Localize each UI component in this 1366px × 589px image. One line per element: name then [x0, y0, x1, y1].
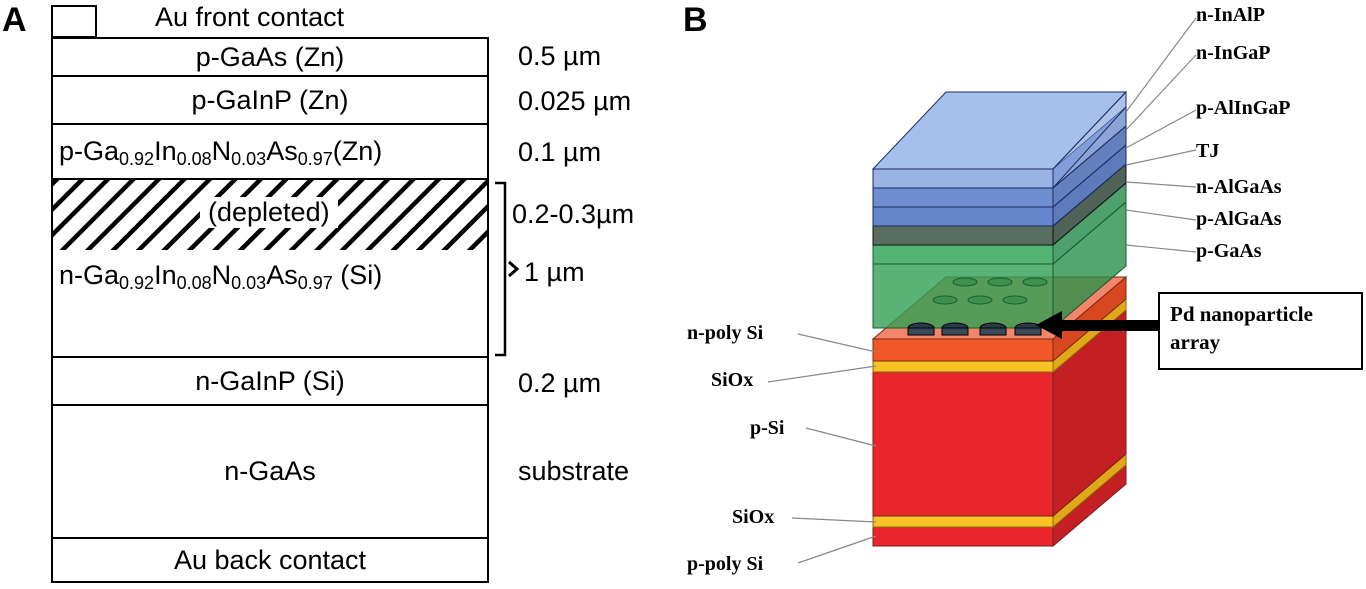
back-contact: Au back contact: [51, 537, 489, 583]
iii-v-top-cell: [871, 90, 1128, 330]
label-siox-top: SiOx: [711, 369, 754, 391]
callout-pd-nanoparticle: Pd nanoparticle array: [1158, 292, 1363, 370]
panel-a-letter: A: [2, 1, 27, 39]
layer-label: p-GaAs (Zn): [195, 41, 345, 72]
tj-front: [872, 225, 1054, 246]
label-n-inalp: n-InAlP: [1196, 4, 1265, 26]
thickness-label: 0.5 µm: [518, 41, 602, 71]
label-tj: TJ: [1196, 140, 1220, 162]
siox-bottom-front: [872, 515, 1054, 528]
n-algaas-blue-front: [872, 206, 1054, 227]
p-alingap-front: [872, 187, 1054, 208]
depleted-label: (depleted): [200, 197, 338, 228]
layer-label: n-GaAs: [224, 456, 316, 486]
label-p-algaas: p-AlGaAs: [1196, 208, 1282, 230]
layer-p-gainnas: p-Ga0.92In0.08N0.03As0.97(Zn): [51, 123, 489, 180]
layer-label: n-Ga0.92In0.08N0.03As0.97 (Si): [59, 260, 383, 293]
leader-lines-right: [1125, 17, 1197, 253]
thickness-label: 1 µm: [524, 257, 585, 287]
label-n-algaas: n-AlGaAs: [1196, 176, 1282, 198]
thickness-label: 0.2-0.3µm: [512, 199, 635, 229]
n-inalp-side: [1052, 90, 1127, 190]
layer-n-gainnas: (depleted) n-Ga0.92In0.08N0.03As0.97 (Si…: [51, 178, 489, 358]
leader-lines-left: [767, 333, 877, 564]
thickness-label: 0.1 µm: [518, 137, 602, 167]
thickness-label: 0.025 µm: [518, 86, 632, 116]
back-contact-label: Au back contact: [173, 544, 367, 575]
n-poly-si-front: [872, 338, 1054, 362]
label-siox-bottom: SiOx: [732, 506, 775, 528]
label-n-ingap: n-InGaP: [1196, 42, 1271, 64]
p-gaas-front: [872, 263, 1054, 329]
thickness-bracket: [495, 181, 520, 357]
layer-label: p-GaInP (Zn): [191, 84, 349, 115]
label-p-poly-si: p-poly Si: [687, 553, 764, 575]
p-poly-si-front: [872, 526, 1054, 547]
layer-label: p-Ga0.92In0.08N0.03As0.97(Zn): [59, 136, 383, 169]
panel-b-letter: B: [683, 1, 708, 39]
front-contact-label: Au front contact: [155, 2, 345, 32]
thickness-label: substrate: [518, 456, 630, 486]
si-bottom-cell: [871, 275, 1128, 548]
pd-nanoparticles: [907, 277, 1048, 336]
label-n-poly-si: n-poly Si: [687, 322, 764, 344]
layer-label: n-GaInP (Si): [195, 365, 345, 396]
layer-n-gainp: n-GaInP (Si): [51, 356, 489, 406]
label-p-alingap: p-AlInGaP: [1196, 97, 1291, 119]
n-ingap-front: [872, 168, 1054, 189]
label-p-gaas: p-GaAs: [1196, 240, 1262, 262]
p-si-front: [872, 371, 1054, 517]
callout-line-2: array: [1170, 330, 1221, 354]
callout-line-1: Pd nanoparticle: [1170, 302, 1313, 326]
label-p-si: p-Si: [750, 417, 785, 439]
p-algaas-front: [872, 244, 1054, 265]
thickness-label: 0.2 µm: [518, 368, 602, 398]
callout-arrow: [1036, 311, 1158, 339]
siox-top-front: [872, 360, 1054, 373]
